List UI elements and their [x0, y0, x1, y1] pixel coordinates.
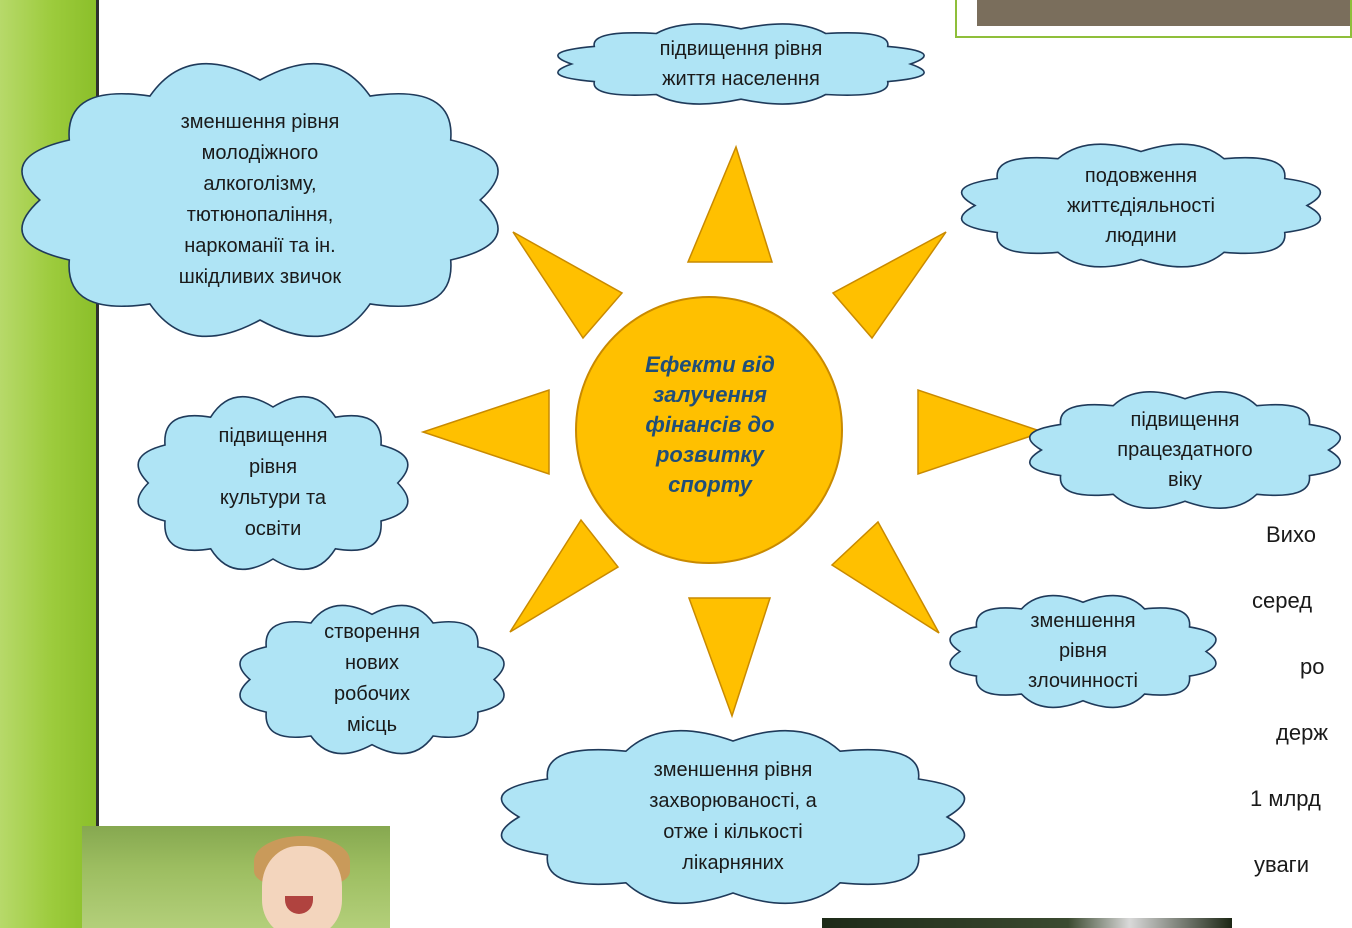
left-divider-line	[96, 0, 99, 928]
cloud-text-line: злочинності	[1028, 670, 1138, 693]
sun-ray	[830, 520, 940, 634]
cloud-text-line: місць	[346, 714, 398, 737]
cloud-text-line: рівня	[1058, 640, 1108, 663]
center-title-line: залучення	[653, 382, 767, 407]
side-text-line: серед	[1252, 588, 1313, 613]
cloud-bad-habits	[21, 62, 499, 338]
cloud-jobs	[239, 604, 505, 755]
cloud-culture	[137, 395, 409, 571]
center-title-line: фінансів до	[645, 412, 775, 437]
side-text-line: 1 млрд	[1250, 786, 1321, 811]
cloud-text-line: лікарняних	[682, 852, 784, 874]
sun-ray	[512, 231, 624, 340]
effect-clouds	[21, 23, 1341, 905]
cloud-text-morbidity: зменшення рівня захворюваності, а отже і к…	[544, 741, 922, 893]
cloud-text-life-extension: подовження життєдіяльності людини	[994, 152, 1287, 260]
child-photo	[82, 826, 390, 928]
cloud-text-line: створення	[324, 621, 420, 644]
cloud-text-line: алкоголізму,	[203, 173, 317, 195]
cloud-text-line: зменшення рівня	[180, 111, 340, 133]
cloud-text-bad-habits: зменшення рівня молодіжного алкоголізму, тю…	[65, 80, 454, 320]
center-title-line: спорту	[668, 472, 752, 497]
cloud-text-line: молодіжного	[201, 142, 319, 164]
bottom-photo	[822, 918, 1232, 928]
center-title-line: Ефекти від	[645, 352, 775, 377]
cloud-text-line: людини	[1105, 224, 1177, 247]
child-mouth	[285, 896, 313, 914]
sun-ray	[686, 144, 774, 263]
sun-rays	[420, 144, 1046, 719]
cloud-living-standard	[557, 23, 925, 105]
sun-ray	[509, 518, 620, 633]
sun-center-circle	[575, 296, 843, 564]
cloud-text-line: зменшення	[1030, 610, 1136, 633]
cloud-life-extension	[960, 143, 1322, 268]
cloud-text-line: підвищення рівня	[659, 37, 823, 60]
cloud-text-jobs: створення нових робочих місць	[264, 614, 480, 744]
cloud-text-culture: підвищення рівня культури та освіти	[163, 407, 383, 559]
sun-ray	[420, 388, 550, 476]
sun-ray	[917, 388, 1046, 476]
side-text-line: ро	[1300, 654, 1325, 679]
cloud-text-line: подовження	[1084, 164, 1198, 187]
cloud-text-crime: зменшення рівня злочинності	[974, 602, 1191, 700]
cloud-text-line: життя населення	[662, 67, 820, 90]
cloud-text-line: отже і кількості	[663, 821, 803, 843]
cloud-text-line: життєдіяльності	[1067, 194, 1215, 217]
cloud-text-line: захворюваності, а	[649, 790, 817, 812]
cloud-text-line: робочих	[334, 683, 410, 706]
cloud-text-line: віку	[1167, 468, 1203, 491]
cloud-working-age	[1029, 391, 1341, 509]
side-text-line: держ	[1276, 720, 1329, 745]
cloud-text-line: підвищення	[1130, 408, 1240, 431]
top-image	[977, 0, 1350, 26]
cloud-text-line: нових	[345, 652, 399, 675]
cloud-crime	[949, 594, 1217, 709]
cloud-text-line: культури та	[219, 487, 327, 509]
cloud-text-line: рівня	[248, 456, 298, 478]
cloud-text-living-standard: підвищення рівня життя населення	[591, 29, 890, 99]
center-title-line: розвитку	[655, 442, 765, 467]
sun-ray	[831, 231, 947, 340]
cloud-text-line: зменшення рівня	[653, 759, 813, 781]
sun-ray	[687, 597, 772, 719]
cloud-text-line: наркоманії та ін.	[184, 235, 336, 257]
cloud-text-working-age: підвищення працездатного віку	[1058, 399, 1312, 501]
cloud-text-line: підвищення	[218, 425, 328, 447]
cloud-text-line: шкідливих звичок	[178, 266, 342, 288]
child-face	[262, 846, 342, 928]
cloud-morbidity	[500, 729, 966, 905]
cloud-text-line: працездатного	[1117, 438, 1253, 461]
top-image-frame	[955, 0, 1352, 38]
cloud-text-line: освіти	[244, 518, 302, 540]
side-text-line: уваги	[1254, 852, 1309, 877]
side-text-line: Вихо	[1266, 522, 1316, 547]
cloud-text-line: тютюнопаління,	[186, 204, 334, 226]
center-title: Ефекти від залучення фінансів до розвитк…	[585, 330, 835, 520]
